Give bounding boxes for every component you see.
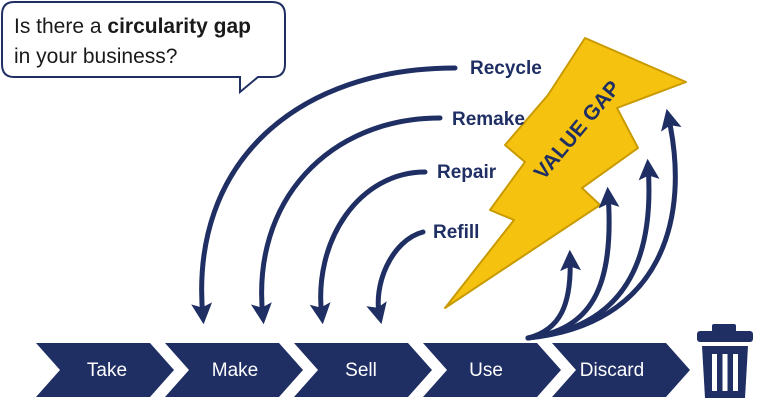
- callout-line2: in your business?: [14, 45, 178, 68]
- loop-arrows: [191, 65, 458, 325]
- process-steps: [36, 343, 690, 397]
- step-chevron-use: [423, 343, 561, 397]
- step-label-use: Use: [469, 360, 503, 381]
- refill-arrow: [366, 229, 426, 325]
- recycle-arrow: [191, 65, 458, 325]
- step-label-sell: Sell: [345, 360, 377, 381]
- upward-arrows: [525, 108, 682, 341]
- step-chevron-discard: [552, 343, 690, 397]
- callout-emphasis: circularity gap: [107, 15, 251, 38]
- step-chevron-sell: [294, 343, 432, 397]
- upward-arrow-4: [525, 108, 682, 341]
- remake-arrow: [250, 115, 443, 325]
- step-label-make: Make: [212, 360, 258, 381]
- loop-label-refill: Refill: [433, 222, 479, 243]
- step-chevron-take: [36, 343, 174, 397]
- loop-label-recycle: Recycle: [470, 58, 542, 79]
- loop-label-repair: Repair: [437, 162, 497, 183]
- loop-label-remake: Remake: [452, 109, 525, 130]
- repair-arrow: [309, 169, 428, 325]
- step-chevron-make: [165, 343, 303, 397]
- speech-bubble: [1, 1, 286, 95]
- callout-question: Is there a circularity gap in your busin…: [14, 12, 276, 72]
- step-label-discard: Discard: [580, 360, 644, 381]
- trash-bin-icon: [697, 324, 753, 398]
- step-label-take: Take: [87, 360, 127, 381]
- callout-prefix: Is there a: [14, 15, 108, 38]
